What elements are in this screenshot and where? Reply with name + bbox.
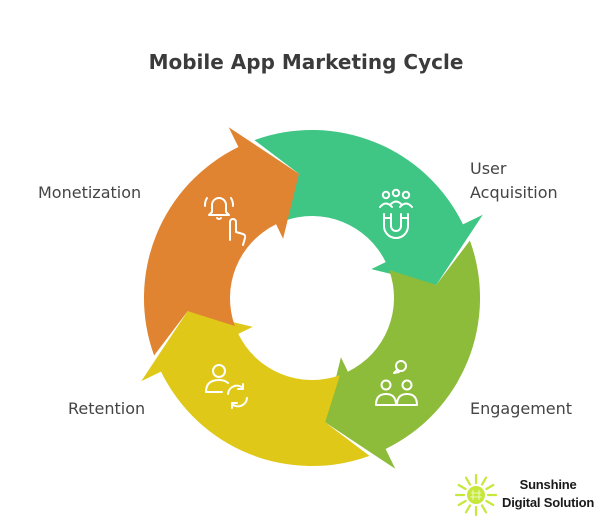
segment-retention bbox=[141, 311, 370, 467]
segment-engagement bbox=[325, 240, 481, 469]
segment-user-acquisition bbox=[254, 129, 483, 285]
sun-ray bbox=[480, 504, 488, 514]
diagram-title: Mobile App Marketing Cycle bbox=[148, 50, 464, 74]
sun-ray bbox=[485, 483, 495, 491]
brand-name-line1: Sunshine bbox=[519, 477, 577, 492]
people-chat-icon bbox=[375, 360, 418, 406]
stage-label-engagement: Engagement bbox=[470, 399, 573, 418]
stage-label-user-acquisition: User Acquisition bbox=[470, 159, 558, 202]
sun-ray bbox=[457, 483, 467, 491]
user-refresh-icon bbox=[205, 364, 248, 409]
segment-monetization bbox=[143, 127, 299, 356]
sun-ray bbox=[457, 499, 467, 507]
brand-logo: Sunshine Digital Solution bbox=[450, 470, 610, 520]
magnet-people-icon bbox=[379, 188, 413, 239]
sun-ray bbox=[464, 476, 472, 486]
stage-label-retention: Retention bbox=[68, 399, 146, 418]
stage-label-monetization: Monetization bbox=[38, 183, 142, 202]
sun-logo-icon bbox=[454, 473, 498, 517]
bell-tap-icon bbox=[203, 197, 247, 246]
brand-name-line2: Digital Solution bbox=[502, 495, 595, 510]
sun-ray bbox=[464, 504, 472, 514]
sun-ray bbox=[480, 476, 488, 486]
sun-ray bbox=[485, 499, 495, 507]
